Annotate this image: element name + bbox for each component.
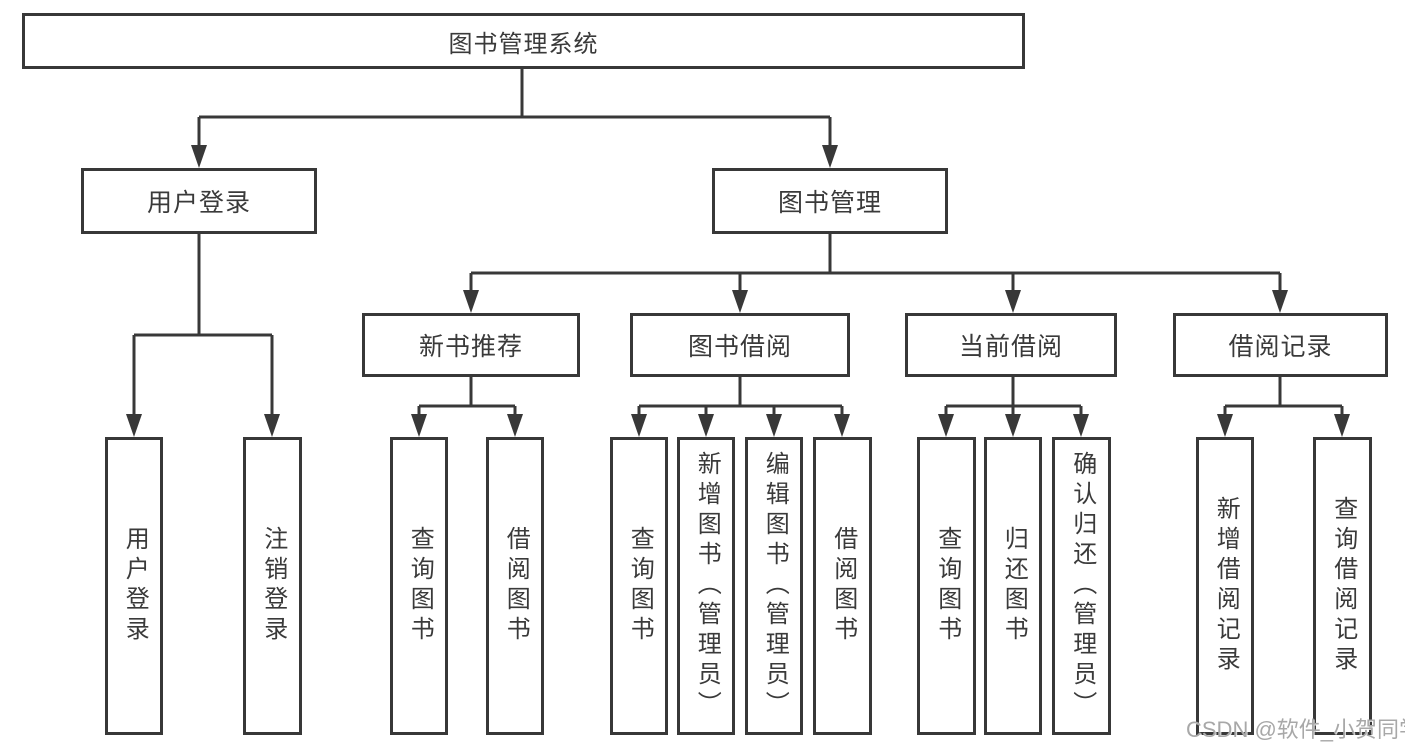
leaf-user-login: 用户登录 <box>105 437 163 735</box>
leaf-logout: 注销登录 <box>243 437 302 735</box>
leaf-newbook-query-books: 查询图书 <box>390 437 448 735</box>
node-current-borrow: 当前借阅 <box>905 313 1117 377</box>
borrow-record-connector <box>1223 377 1344 418</box>
node-root-label: 图书管理系统 <box>448 30 599 58</box>
arrowheads <box>126 145 1350 437</box>
new-book-connector <box>417 377 517 418</box>
leaf-current-query-books: 查询图书 <box>917 437 976 735</box>
book-management-connector <box>469 233 1282 295</box>
node-root: 图书管理系统 <box>22 13 1025 69</box>
node-user-login: 用户登录 <box>81 168 317 234</box>
leaf-return-books: 归还图书 <box>984 437 1042 735</box>
node-book-management-label: 图书管理 <box>777 189 882 217</box>
book-borrow-connector <box>637 377 844 418</box>
leaf-edit-books-admin-label: 编辑图书（管理员） <box>761 451 789 721</box>
current-borrow-connector <box>944 377 1083 418</box>
leaf-current-query-books-label: 查询图书 <box>933 526 961 646</box>
leaf-edit-books-admin: 编辑图书（管理员） <box>745 437 803 735</box>
node-new-book-recommend: 新书推荐 <box>362 313 580 377</box>
leaf-return-books-label: 归还图书 <box>1000 526 1028 646</box>
leaf-newbook-query-books-label: 查询图书 <box>406 526 434 646</box>
leaf-add-borrow-record-label: 新增借阅记录 <box>1212 496 1240 676</box>
node-new-book-recommend-label: 新书推荐 <box>418 333 523 361</box>
root-connector <box>197 68 832 150</box>
user-login-connector <box>132 233 274 418</box>
leaf-query-borrow-record-label: 查询借阅记录 <box>1329 496 1357 676</box>
leaf-logout-label: 注销登录 <box>259 526 287 646</box>
node-borrow-record: 借阅记录 <box>1173 313 1388 377</box>
leaf-add-borrow-record: 新增借阅记录 <box>1196 437 1254 735</box>
leaf-borrow-query-books: 查询图书 <box>610 437 668 735</box>
node-book-management: 图书管理 <box>712 168 948 234</box>
node-book-borrow: 图书借阅 <box>630 313 850 377</box>
leaf-borrow-query-books-label: 查询图书 <box>626 526 654 646</box>
leaf-query-borrow-record: 查询借阅记录 <box>1313 437 1372 735</box>
leaf-newbook-borrow-books-label: 借阅图书 <box>502 526 530 646</box>
node-borrow-record-label: 借阅记录 <box>1228 333 1333 361</box>
leaf-newbook-borrow-books: 借阅图书 <box>486 437 544 735</box>
leaf-user-login-label: 用户登录 <box>121 526 149 646</box>
leaf-borrow-books-label: 借阅图书 <box>829 526 857 646</box>
leaf-borrow-books: 借阅图书 <box>813 437 872 735</box>
node-user-login-label: 用户登录 <box>146 189 251 217</box>
node-book-borrow-label: 图书借阅 <box>687 333 792 361</box>
leaf-confirm-return-admin-label: 确认归还（管理员） <box>1068 451 1096 721</box>
leaf-add-books-admin: 新增图书（管理员） <box>677 437 735 735</box>
csdn-watermark: CSDN @软件_小贺同学 <box>1186 717 1405 742</box>
node-current-borrow-label: 当前借阅 <box>958 333 1063 361</box>
leaf-add-books-admin-label: 新增图书（管理员） <box>693 451 721 721</box>
leaf-confirm-return-admin: 确认归还（管理员） <box>1052 437 1111 735</box>
